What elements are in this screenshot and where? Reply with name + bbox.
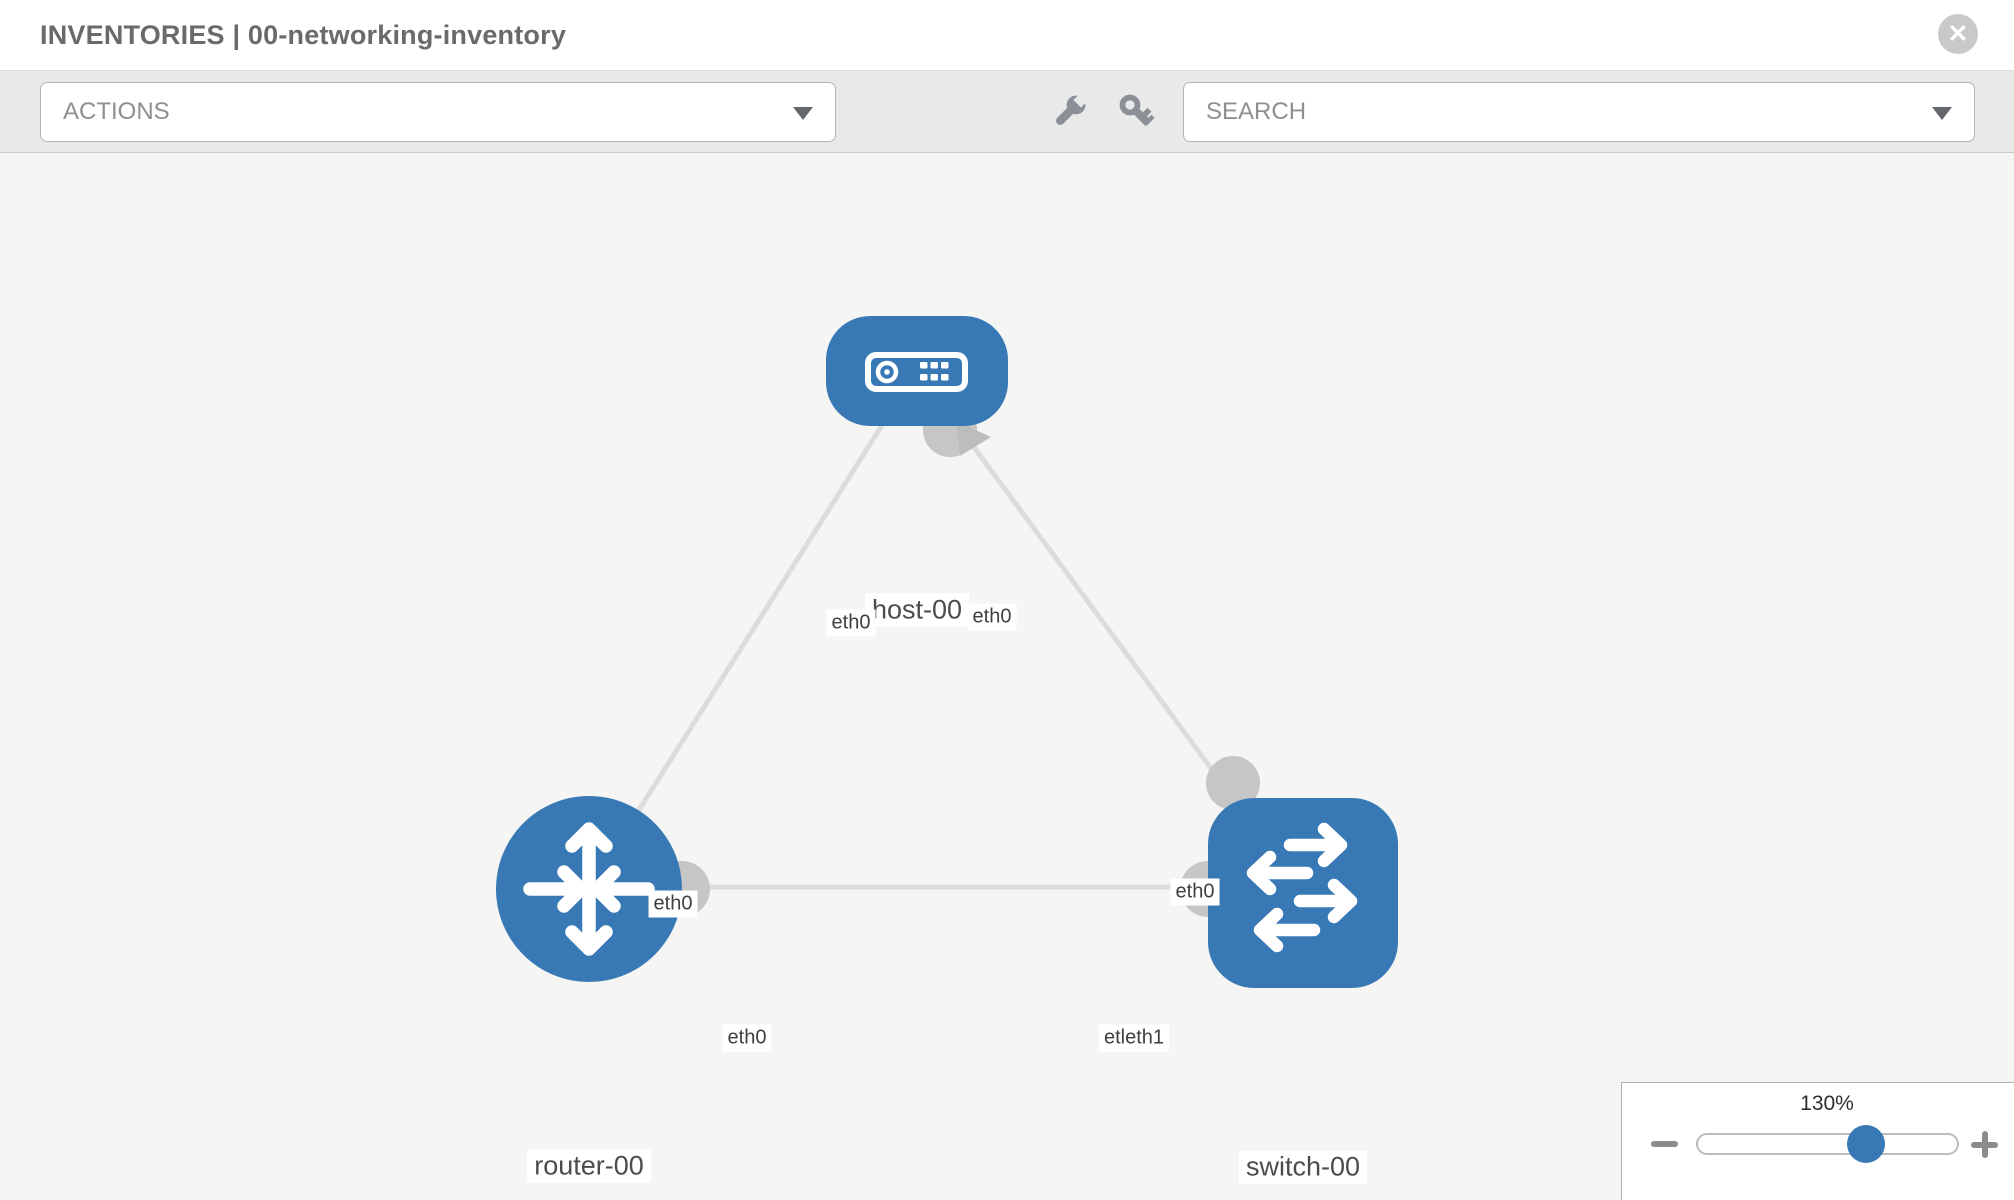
zoom-out-button[interactable] xyxy=(1651,1141,1678,1147)
interface-label: eth0 xyxy=(722,1024,772,1052)
toolbar: ACTIONS SEARCH xyxy=(0,71,2014,153)
node-host[interactable] xyxy=(826,316,1008,426)
node-switch[interactable] xyxy=(1208,798,1398,988)
link-arrowhead xyxy=(956,421,991,456)
close-button[interactable]: ✕ xyxy=(1938,14,1978,54)
zoom-slider-thumb[interactable] xyxy=(1847,1125,1885,1163)
switch-icon xyxy=(1246,822,1358,953)
node-router[interactable] xyxy=(496,796,682,982)
interface-dot-switch-top xyxy=(1206,756,1260,810)
zoom-panel: 130% xyxy=(1621,1082,2014,1200)
chevron-down-icon xyxy=(793,107,813,120)
router-icon xyxy=(523,822,655,956)
interface-label: eth0 xyxy=(967,603,1017,631)
interface-label: eth0 xyxy=(1170,878,1220,906)
key-icon[interactable] xyxy=(1116,91,1158,133)
interface-label: etleth1 xyxy=(1098,1024,1170,1052)
zoom-slider-track[interactable] xyxy=(1696,1133,1959,1155)
host-icon xyxy=(865,352,968,392)
page-title: INVENTORIES | 00-networking-inventory xyxy=(40,20,567,50)
interface-label: eth0 xyxy=(648,890,698,918)
interface-label: eth0 xyxy=(826,609,876,637)
actions-dropdown-label: ACTIONS xyxy=(63,98,170,125)
zoom-in-button[interactable] xyxy=(1971,1131,1998,1158)
header-bar: INVENTORIES | 00-networking-inventory ✕ xyxy=(0,0,2014,71)
zoom-level: 130% xyxy=(1800,1092,1854,1115)
topology-canvas[interactable]: host-00 router-00 switch-00 eth0 eth0 et… xyxy=(0,153,2014,1200)
chevron-down-icon xyxy=(1932,107,1952,120)
toolbar-icons xyxy=(1048,82,1158,142)
close-icon: ✕ xyxy=(1947,19,1969,48)
node-label-router: router-00 xyxy=(527,1149,651,1183)
topology-svg xyxy=(496,316,1398,988)
actions-dropdown[interactable]: ACTIONS xyxy=(40,82,836,142)
wrench-icon[interactable] xyxy=(1048,91,1090,133)
search-dropdown[interactable]: SEARCH xyxy=(1183,82,1975,142)
search-dropdown-label: SEARCH xyxy=(1206,98,1307,125)
node-label-switch: switch-00 xyxy=(1238,1150,1368,1184)
link-host-router[interactable] xyxy=(586,368,920,891)
node-label-host: host-00 xyxy=(864,593,970,627)
